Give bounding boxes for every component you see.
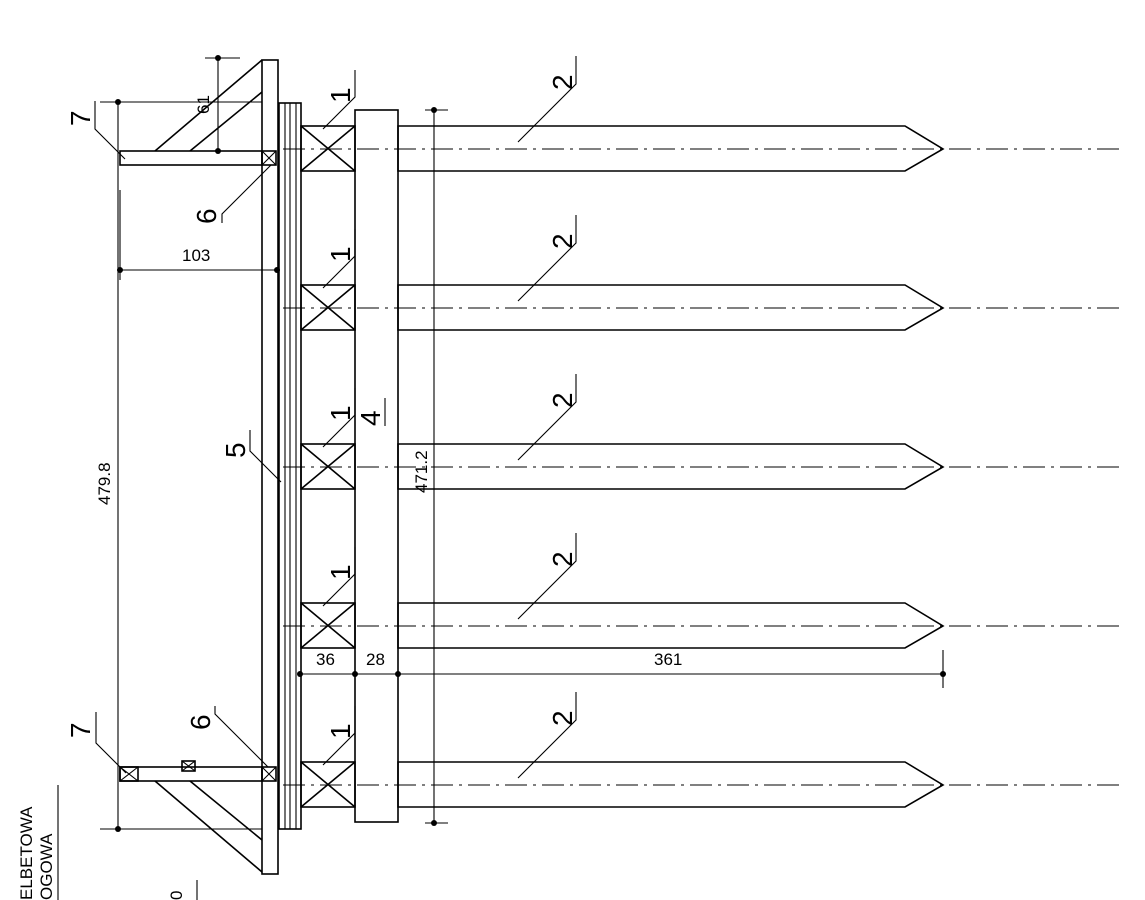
dimension-lines	[100, 55, 946, 832]
title-block: ELBETOWA OGOWA 0	[17, 785, 198, 900]
dim-brace-depth: 36	[316, 650, 335, 669]
label-bracket: 6	[185, 714, 216, 730]
dim-beam-depth: 28	[366, 650, 385, 669]
label-railing: 7	[65, 110, 96, 126]
label-bracket: 6	[191, 208, 222, 224]
label-pile: 2	[547, 74, 578, 90]
leader-lines	[94, 56, 577, 779]
railing-bottom	[119, 760, 277, 873]
label-railing: 7	[65, 722, 96, 738]
pile	[397, 761, 945, 808]
item-labels: 1 1 1 1 1 2 2 2 2 2 4 5 6 6 7 7	[65, 74, 578, 739]
pile	[397, 284, 945, 331]
dim-pile-length: 361	[654, 650, 682, 669]
label-capbeam: 4	[355, 410, 386, 426]
label-crossbrace: 1	[325, 405, 356, 421]
edge-plate	[261, 59, 279, 875]
label-deck: 5	[220, 442, 251, 458]
dim-top-offset: 61	[194, 95, 213, 114]
pile	[397, 125, 945, 172]
railing-top	[119, 59, 277, 166]
label-pile: 2	[547, 551, 578, 567]
dim-overhang: 103	[182, 246, 210, 265]
label-crossbrace: 1	[325, 246, 356, 262]
piles	[397, 125, 945, 808]
scale-fragment: 0	[167, 891, 186, 900]
pile	[397, 443, 945, 490]
dim-total-width: 479.8	[95, 462, 114, 505]
deck-slab	[278, 102, 302, 830]
dim-pile-span: 471.2	[412, 450, 431, 493]
label-crossbrace: 1	[325, 723, 356, 739]
cap-beam	[354, 109, 399, 823]
label-crossbrace: 1	[325, 564, 356, 580]
title-line-1: ELBETOWA	[17, 806, 36, 900]
label-pile: 2	[547, 233, 578, 249]
dimension-texts: 61 103 479.8 471.2 36 28 361	[95, 95, 682, 669]
pile-axes	[283, 148, 1120, 786]
label-pile: 2	[547, 710, 578, 726]
label-crossbrace: 1	[325, 87, 356, 103]
pile	[397, 602, 945, 649]
label-pile: 2	[547, 392, 578, 408]
title-line-2: OGOWA	[37, 833, 56, 900]
